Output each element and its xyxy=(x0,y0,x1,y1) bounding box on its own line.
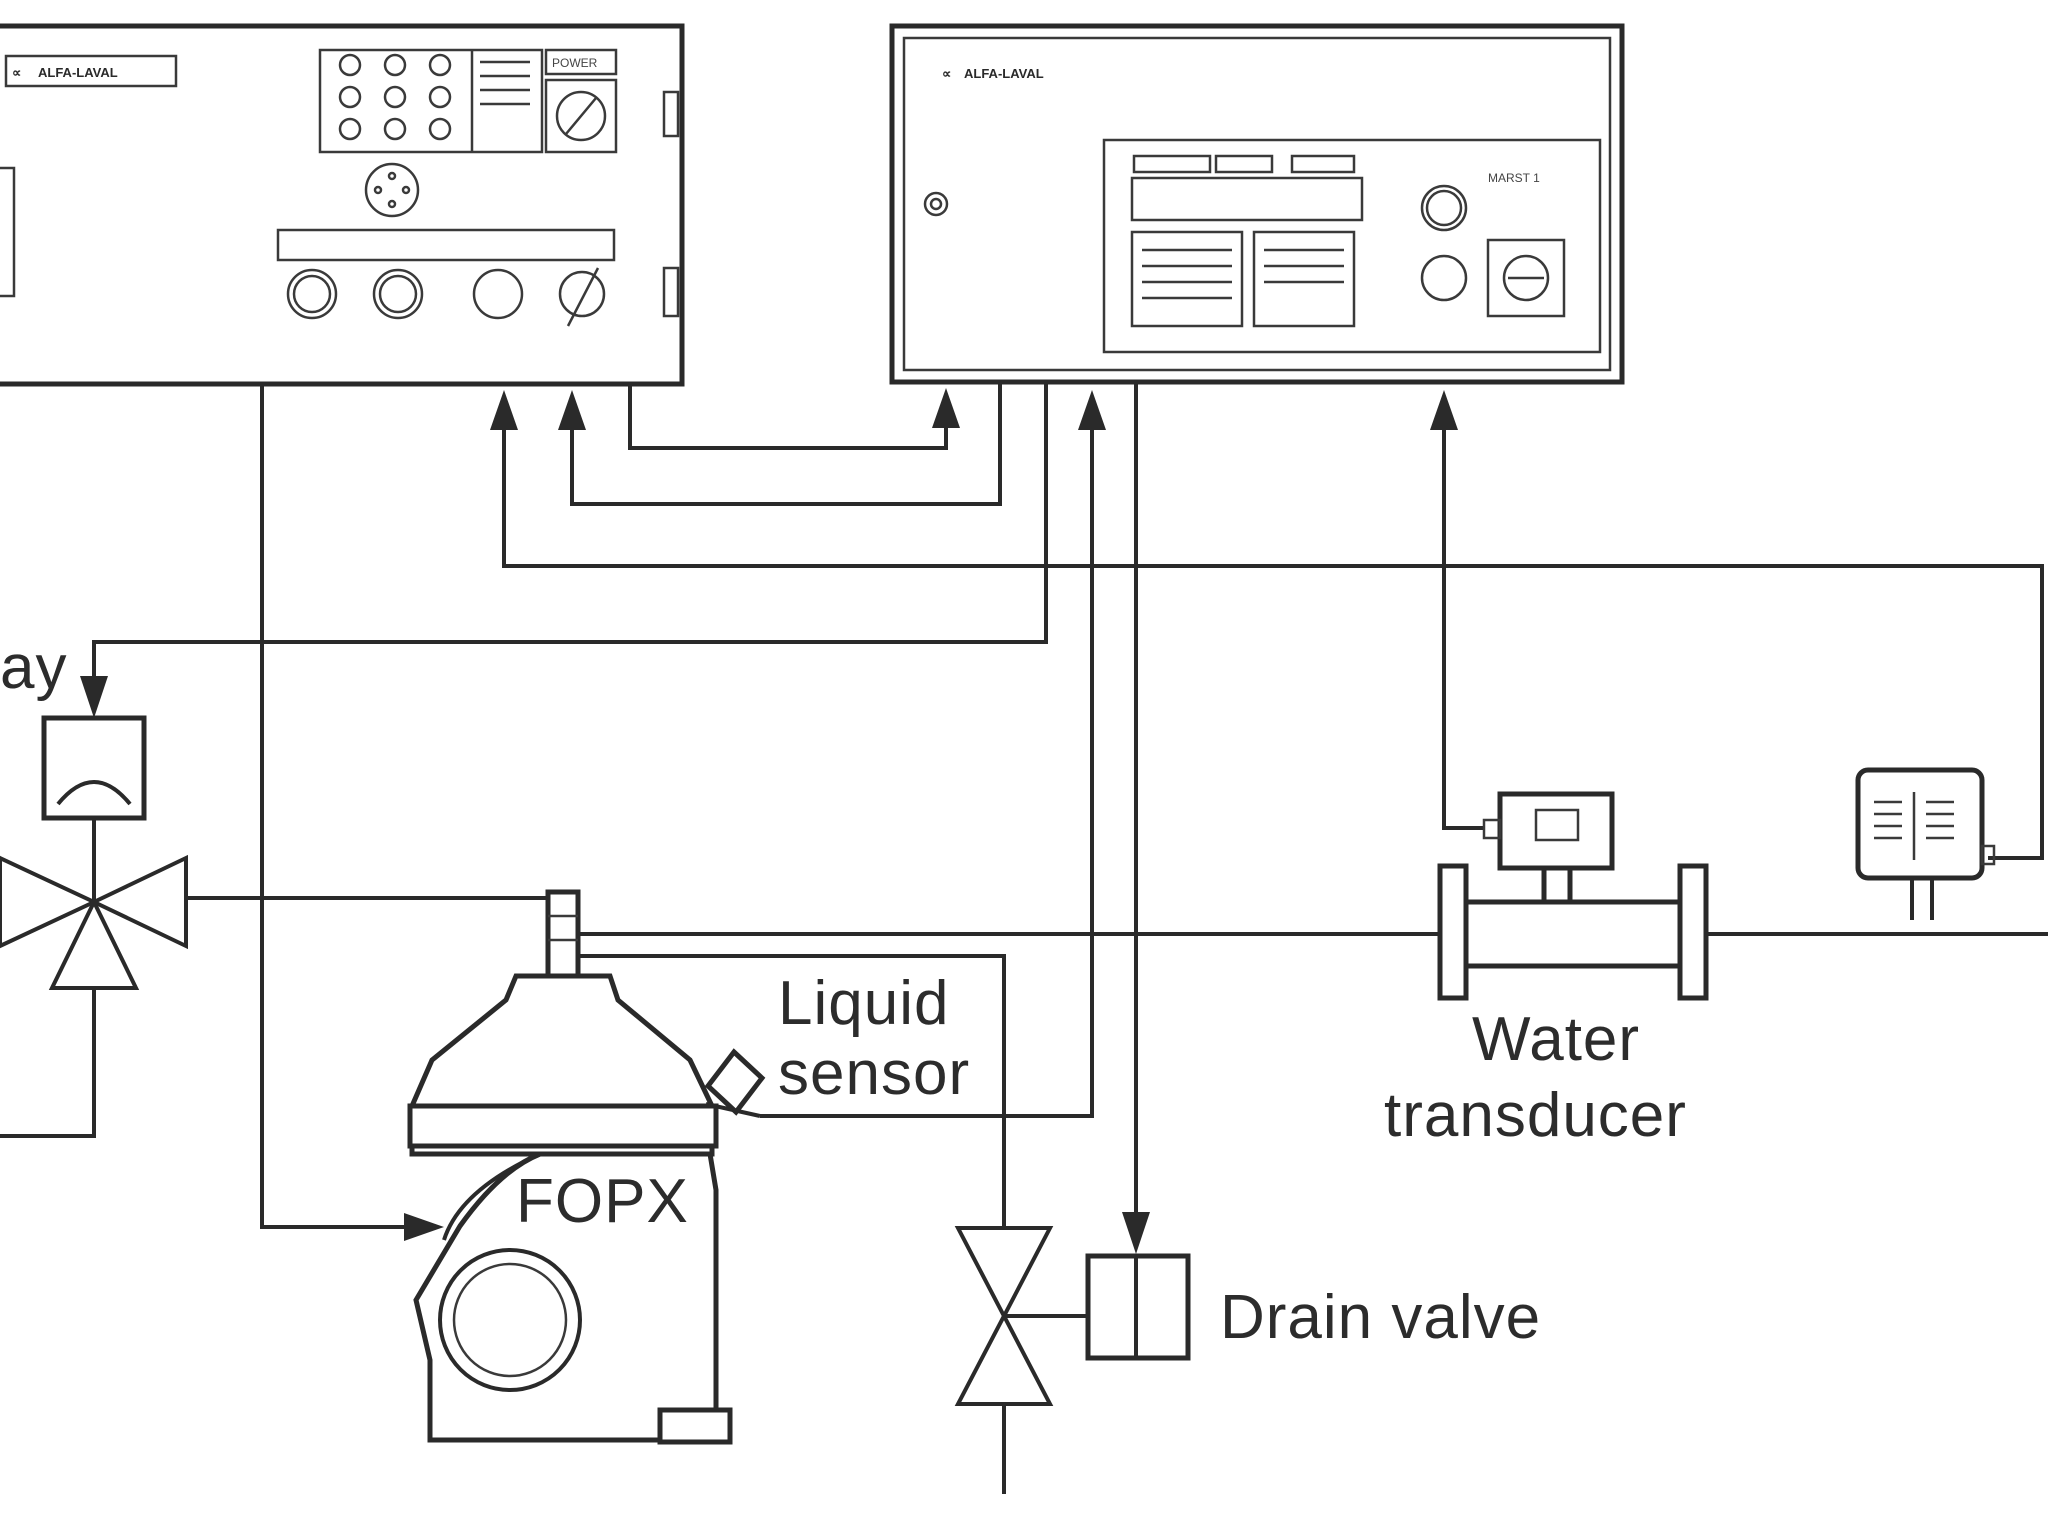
power-switch: POWER xyxy=(544,48,618,154)
svg-text:MARST 1: MARST 1 xyxy=(1488,171,1540,185)
drain-valve xyxy=(954,1226,1191,1406)
water-transducer-label-line1: Water xyxy=(1472,1005,1640,1074)
drain-valve-label: Drain valve xyxy=(1220,1283,1541,1352)
svg-text:∝: ∝ xyxy=(942,66,951,81)
signal-lines xyxy=(92,384,2044,1494)
pressure-transmitter xyxy=(1855,767,1996,920)
arrow-heads xyxy=(80,388,1458,1254)
alfa-laval-logo-right: ∝ ALFA-LAVAL xyxy=(942,66,1044,81)
svg-text:POWER: POWER xyxy=(552,56,598,70)
svg-text:∝: ∝ xyxy=(12,65,21,80)
liquid-sensor-label-line1: Liquid xyxy=(778,969,949,1038)
water-transducer xyxy=(1437,791,1709,1001)
svg-text:ALFA-LAVAL: ALFA-LAVAL xyxy=(964,66,1044,81)
liquid-sensor-label-line2: sensor xyxy=(778,1039,970,1108)
push-buttons xyxy=(286,267,606,327)
indicator-lamp-grid xyxy=(318,48,544,154)
three-way-valve xyxy=(0,715,188,1138)
water-transducer-label-line2: transducer xyxy=(1384,1081,1687,1150)
display-panel: MARST 1 xyxy=(1102,138,1602,354)
relay-partial-label: ay xyxy=(0,633,67,702)
liquid-sensor xyxy=(704,1048,766,1118)
fopx-separator: FOPX xyxy=(407,889,733,1445)
left-control-panel: ∝ ALFA-LAVAL POWER xyxy=(0,23,685,387)
alfa-laval-logo-left: ∝ ALFA-LAVAL xyxy=(4,54,178,88)
svg-text:ALFA-LAVAL: ALFA-LAVAL xyxy=(38,65,118,80)
button-label-strip xyxy=(276,228,616,262)
main-pipe xyxy=(186,896,2048,936)
right-control-panel: ∝ ALFA-LAVAL xyxy=(889,23,1625,385)
door-lock xyxy=(923,191,949,217)
fopx-label: FOPX xyxy=(516,1167,689,1236)
center-connector xyxy=(364,162,420,218)
